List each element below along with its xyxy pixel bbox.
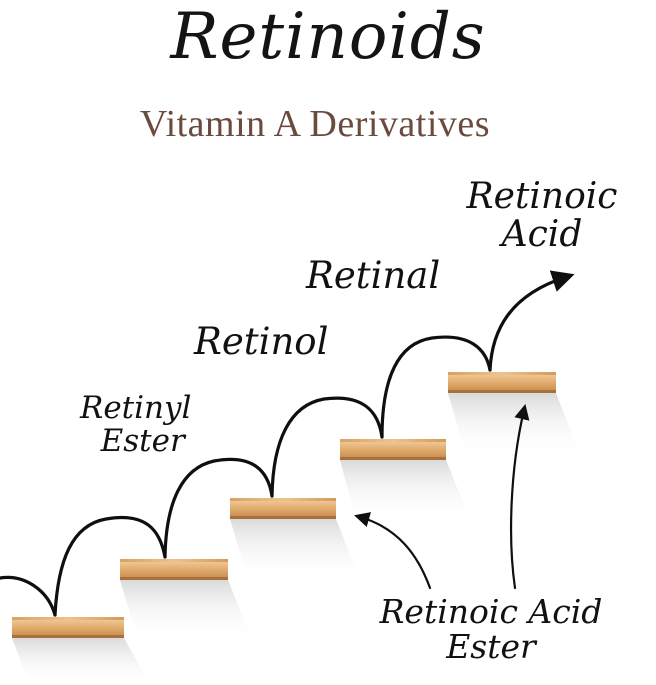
final-arrow bbox=[488, 270, 575, 372]
hop-arc-0 bbox=[0, 575, 57, 617]
step-label-line: Retinol bbox=[194, 320, 329, 363]
hop-arc-3 bbox=[270, 396, 384, 498]
hop-arc-2 bbox=[163, 457, 274, 559]
page-subtitle: Vitamin A Derivatives bbox=[139, 103, 491, 145]
step-label-line: Retinoic bbox=[466, 176, 618, 217]
hop-arc-4 bbox=[380, 335, 492, 439]
step-label-line: Retinal bbox=[306, 254, 441, 297]
step-4 bbox=[340, 439, 446, 460]
step-label-line: Retinyl bbox=[80, 390, 192, 426]
step-label-retinol: Retinol bbox=[194, 320, 329, 363]
pointer-arrows bbox=[354, 404, 530, 590]
step-label-retinyl-ester: Retinyl Ester bbox=[80, 392, 191, 457]
pointer-arrow-right bbox=[509, 404, 530, 590]
step-label-retinal: Retinal bbox=[306, 254, 441, 297]
side-label-retinoic-acid-ester: Retinoic Acid Ester bbox=[376, 592, 606, 666]
side-label-line: Ester bbox=[446, 626, 536, 666]
pointer-arrow-left bbox=[354, 512, 432, 590]
step-label-line: Ester bbox=[100, 422, 185, 459]
step-3 bbox=[230, 498, 336, 519]
step-1 bbox=[12, 617, 124, 638]
page-title: Retinoids bbox=[170, 0, 486, 74]
hop-arc-1 bbox=[53, 516, 167, 617]
step-2 bbox=[120, 559, 228, 580]
side-label-line: Retinoic Acid bbox=[379, 592, 603, 631]
step-label-retinoic-acid: Retinoic Acid bbox=[462, 178, 622, 254]
hop-arcs bbox=[0, 270, 575, 617]
step-5 bbox=[448, 372, 556, 393]
step-label-line: Acid bbox=[501, 213, 583, 255]
step-shadows bbox=[12, 393, 580, 685]
